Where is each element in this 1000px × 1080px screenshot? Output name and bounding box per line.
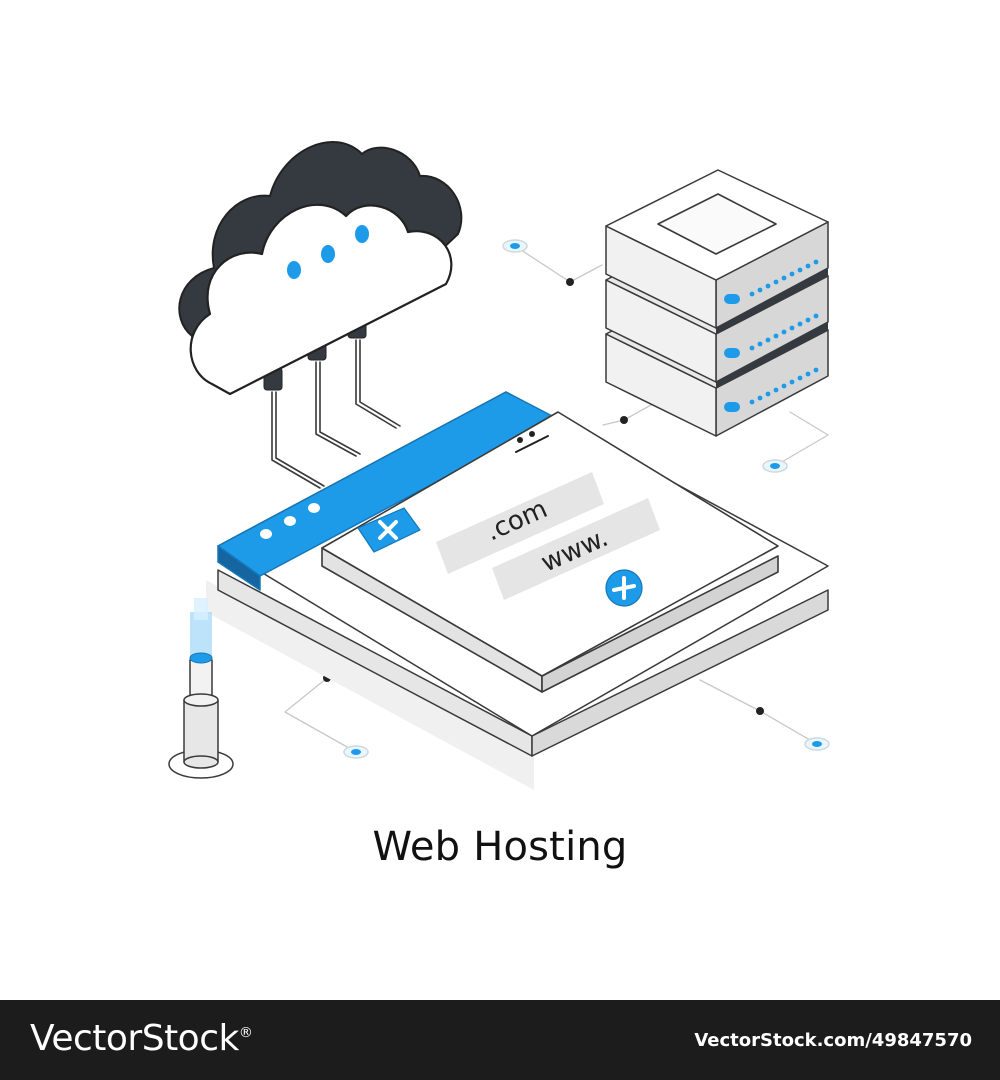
brand-logo: VectorStock®: [30, 1018, 253, 1059]
connector-dots: [323, 239, 830, 759]
cloud-icon: [178, 141, 463, 396]
cloud-cables: [271, 339, 401, 489]
power-plug-icon: [168, 598, 234, 779]
web-hosting-illustration: .com www.: [168, 141, 830, 790]
footer-bar: VectorStock® VectorStock.com/49847570: [0, 1000, 1000, 1080]
image-id-label: VectorStock.com/49847570: [694, 1030, 972, 1051]
plus-icon: [357, 507, 421, 553]
server-stack-icon: [605, 169, 829, 437]
server-indicator-lights: [724, 259, 819, 412]
brand-name: VectorStock: [30, 1018, 239, 1059]
page-title: Web Hosting: [372, 824, 628, 870]
domain-bars: [436, 472, 660, 600]
plus-icon: [605, 569, 643, 607]
